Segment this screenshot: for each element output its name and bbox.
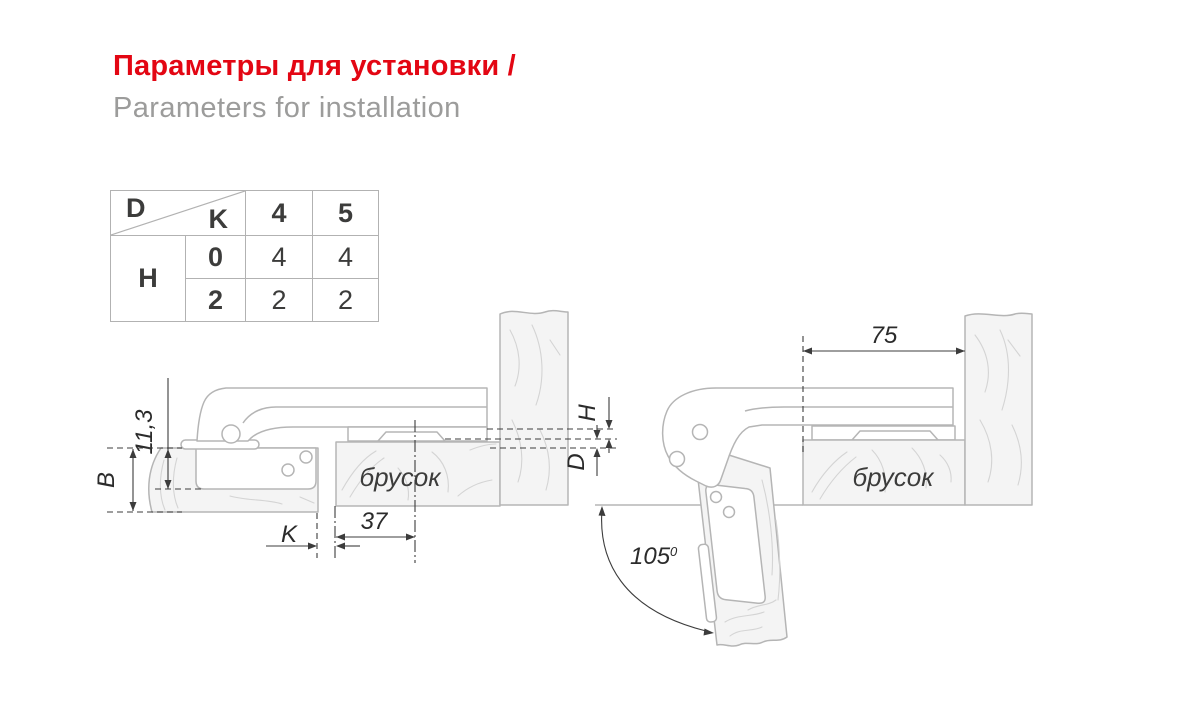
hinge-pivot: [691, 423, 709, 441]
page-title-ru: Параметры для установки /: [113, 50, 516, 82]
hinge-arm-open: [661, 387, 954, 488]
diag-label-top: D: [126, 193, 146, 223]
cup-screw-hole: [299, 450, 313, 464]
opening-angle-label: 1050: [630, 543, 678, 570]
cup-flange-open: [697, 543, 718, 623]
right-drawing-open-hinge: брусок: [595, 312, 1033, 647]
dim-cup-depth: 11,3: [131, 409, 158, 455]
dim-cup-distance: 37: [361, 508, 389, 535]
parameters-table: D K 4 5 H 0 4 4 2 2 2: [110, 190, 379, 322]
cup-screw-hole: [281, 463, 295, 477]
dim-d: D: [563, 453, 590, 470]
table-value: 4: [312, 235, 379, 279]
left-drawing-closed-hinge: брусок: [148, 309, 569, 513]
dim-plate-distance: 75: [871, 322, 898, 349]
hinge-arm: [196, 387, 488, 442]
hinge-cup-open: [705, 483, 766, 605]
hinge-cup: [195, 447, 317, 490]
dim-door-thickness: B: [93, 472, 120, 488]
side-panel: [964, 312, 1033, 506]
table-diagonal-cell: D K: [110, 190, 246, 236]
dim-gap-k: K: [281, 521, 298, 548]
table-value: 4: [245, 235, 313, 279]
plate-screw-boss: [377, 431, 446, 442]
cup-screw-hole: [709, 490, 723, 504]
opening-angle-arc: [601, 508, 707, 632]
hinge-pivot: [221, 424, 241, 444]
row-key: 0: [185, 235, 246, 279]
side-panel: [499, 309, 569, 506]
diag-label-bottom: K: [208, 204, 229, 234]
plate-screw-boss: [851, 430, 939, 441]
diagonal-line: [111, 191, 245, 235]
table-value: 2: [312, 278, 379, 322]
page-title-en: Parameters for installation: [113, 92, 461, 124]
right-drawing-dimensions: 75 1050: [598, 322, 965, 636]
row-key: 2: [185, 278, 246, 322]
hinge-pivot: [668, 450, 686, 468]
dim-h: H: [574, 404, 601, 422]
left-drawing-dimensions: 11,3 B K 37 H: [93, 378, 617, 563]
wood-block: [335, 441, 501, 507]
block-label: брусок: [853, 462, 936, 492]
block-label: брусок: [360, 462, 443, 492]
cup-screw-hole: [722, 505, 736, 519]
